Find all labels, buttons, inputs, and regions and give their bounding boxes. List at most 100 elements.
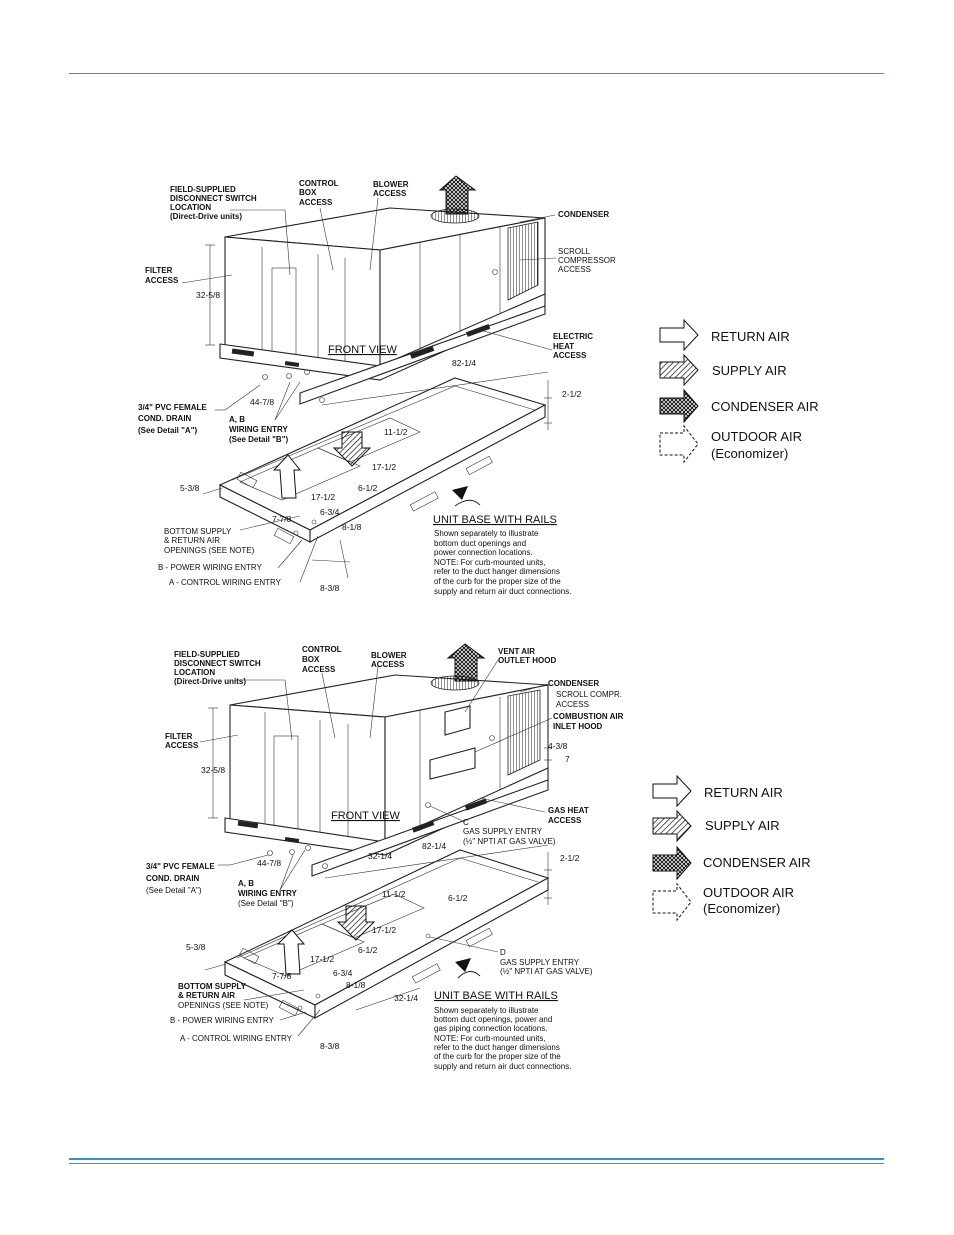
note-1-line-2: bottom duct openings and	[434, 539, 526, 548]
dim-len2-2: 32-1/4	[368, 851, 392, 861]
label-control-box-2-c: ACCESS	[302, 665, 336, 674]
label-filter-1-b: ACCESS	[145, 276, 179, 285]
label-blower-1-b: ACCESS	[373, 189, 407, 198]
label-gas-c-2-a: C	[463, 818, 469, 827]
label-filter-2-a: FILTER	[165, 732, 193, 741]
note-2-line-1: Shown separately to illustrate	[434, 1006, 539, 1015]
label-bottom-2-a: BOTTOM SUPPLY	[178, 982, 247, 991]
label-wiring-2-a: A, B	[238, 879, 254, 888]
label-pvc-1-c: (See Detail "A")	[138, 426, 197, 435]
legend-1-outdoor-a: OUTDOOR AIR	[711, 429, 802, 444]
note-2-line-2: bottom duct openings, power and	[434, 1015, 552, 1024]
condenser-air-symbol-1	[659, 388, 699, 424]
outdoor-air-symbol-1	[659, 424, 699, 464]
dim-d1-2: 11-1/2	[382, 889, 406, 899]
label-pvc-2-b: COND. DRAIN	[146, 874, 200, 883]
label-pvc-2-c: (See Detail "A")	[146, 886, 202, 895]
footer-rule-thin	[69, 1163, 884, 1164]
legend-1-outdoor-b: (Economizer)	[711, 446, 788, 461]
label-pvc-2-a: 3/4" PVC FEMALE	[146, 862, 215, 871]
label-gas-c-2-c: (½" NPTI AT GAS VALVE)	[463, 837, 556, 846]
label-wiring-2-b: WIRING ENTRY	[238, 889, 297, 898]
note-1-line-1: Shown separately to illustrate	[434, 529, 539, 538]
label-gas-d-2-a: D	[500, 948, 506, 957]
label-control-box-2-b: BOX	[302, 655, 320, 664]
label-control-box-1-b: BOX	[299, 188, 317, 197]
note-1-line-3: power connection locations.	[434, 548, 533, 557]
label-electric-1-b: HEAT	[553, 342, 574, 351]
dim-d8-2: 8-1/8	[346, 980, 366, 990]
unit-housing-2	[224, 643, 549, 877]
label-front-view-1: FRONT VIEW	[328, 344, 397, 356]
label-scroll-1-a: SCROLL	[558, 247, 591, 256]
legend-2-return: RETURN AIR	[704, 785, 783, 800]
label-scroll-2-b: ACCESS	[556, 700, 589, 709]
leaders-2	[199, 659, 553, 1037]
dim-d3-1: 6-1/2	[358, 483, 378, 493]
label-wiring-2-c: (See Detail "B")	[238, 899, 294, 908]
label-control-box-1-a: CONTROL	[299, 179, 339, 188]
label-power-1: B - POWER WIRING ENTRY	[158, 563, 263, 572]
label-wiring-1-b: WIRING ENTRY	[229, 425, 288, 434]
leaders-1	[181, 197, 557, 583]
label-electric-1-c: ACCESS	[553, 351, 587, 360]
dim-len3-2: 32-1/4	[394, 993, 418, 1003]
legend-1-supply: SUPPLY AIR	[712, 363, 787, 378]
supply-air-symbol-2	[652, 809, 692, 843]
legend-2-outdoor-a: OUTDOOR AIR	[703, 885, 794, 900]
condenser-air-symbol-2	[652, 845, 692, 881]
label-bottom-1-c: OPENINGS (SEE NOTE)	[164, 546, 255, 555]
dim-hood2-2: 7	[565, 754, 570, 764]
dim-rail-2: 2-1/2	[560, 853, 580, 863]
return-air-symbol-1	[659, 318, 699, 352]
label-scroll-2-a: SCROLL COMPR.	[556, 690, 622, 699]
label-scroll-1-b: COMPRESSOR	[558, 256, 616, 265]
note-2-line-6: of the curb for the proper size of the	[434, 1052, 561, 1061]
dim-rail-1: 2-1/2	[562, 389, 582, 399]
label-electric-1-a: ELECTRIC	[553, 332, 593, 341]
dim-length-2: 82-1/4	[422, 841, 446, 851]
dim-d2-2: 17-1/2	[372, 925, 396, 935]
note-1-line-5: refer to the duct hanger dimensions	[434, 567, 560, 576]
dim-length-1: 82-1/4	[452, 358, 476, 368]
supply-air-symbol-1	[659, 353, 699, 387]
label-blower-1-a: BLOWER	[373, 180, 409, 189]
note-2-line-5: refer to the duct hanger dimensions	[434, 1043, 560, 1052]
label-disconnect-2-d: (Direct-Drive units)	[174, 677, 246, 686]
vent-hood-2	[444, 705, 471, 736]
unit-base-2	[223, 849, 550, 1019]
label-front-view-2: FRONT VIEW	[331, 810, 400, 822]
dim-d10-2: 6-1/2	[448, 893, 468, 903]
legend-1-condenser: CONDENSER AIR	[711, 399, 819, 414]
diagram-gas-unit: FIELD-SUPPLIED DISCONNECT SWITCH LOCATIO…	[146, 643, 624, 1071]
note-2-line-4: NOTE: For curb-mounted units,	[434, 1034, 546, 1043]
dim-d4-2: 17-1/2	[310, 954, 334, 964]
outdoor-air-symbol-2	[652, 882, 692, 922]
dim-d7-2: 6-3/4	[333, 968, 353, 978]
legend-1: RETURN AIR SUPPLY AIR CONDENSER AIR OUTD…	[659, 318, 819, 464]
label-pvc-1-b: COND. DRAIN	[138, 414, 192, 423]
label-control-1: A - CONTROL WIRING ENTRY	[169, 578, 282, 587]
label-control-box-2-a: CONTROL	[302, 645, 342, 654]
header-rule	[69, 73, 884, 74]
label-blower-2-b: ACCESS	[371, 660, 405, 669]
label-combustion-2-b: INLET HOOD	[553, 722, 603, 731]
dim-d7-1: 6-3/4	[320, 507, 340, 517]
label-bottom-2-b: & RETURN AIR	[178, 991, 235, 1000]
label-unit-base-2: UNIT BASE WITH RAILS	[434, 990, 558, 1002]
label-disconnect-1-b: DISCONNECT SWITCH	[170, 194, 257, 203]
label-wiring-1-c: (See Detail "B")	[229, 435, 288, 444]
label-gas-heat-2-b: ACCESS	[548, 816, 582, 825]
unit-housing-1	[219, 175, 546, 405]
dim-d5-1: 5-3/8	[180, 483, 200, 493]
label-disconnect-2-a: FIELD-SUPPLIED	[174, 650, 240, 659]
return-air-symbol-2	[652, 774, 692, 808]
dim-d5-2: 5-3/8	[186, 942, 206, 952]
condenser-air-arrow-1	[438, 175, 477, 215]
dim-d9-1: 8-3/8	[320, 583, 340, 593]
label-bottom-2-c: OPENINGS (SEE NOTE)	[178, 1001, 269, 1010]
label-disconnect-1-c: LOCATION	[170, 203, 211, 212]
label-scroll-1-c: ACCESS	[558, 265, 591, 274]
